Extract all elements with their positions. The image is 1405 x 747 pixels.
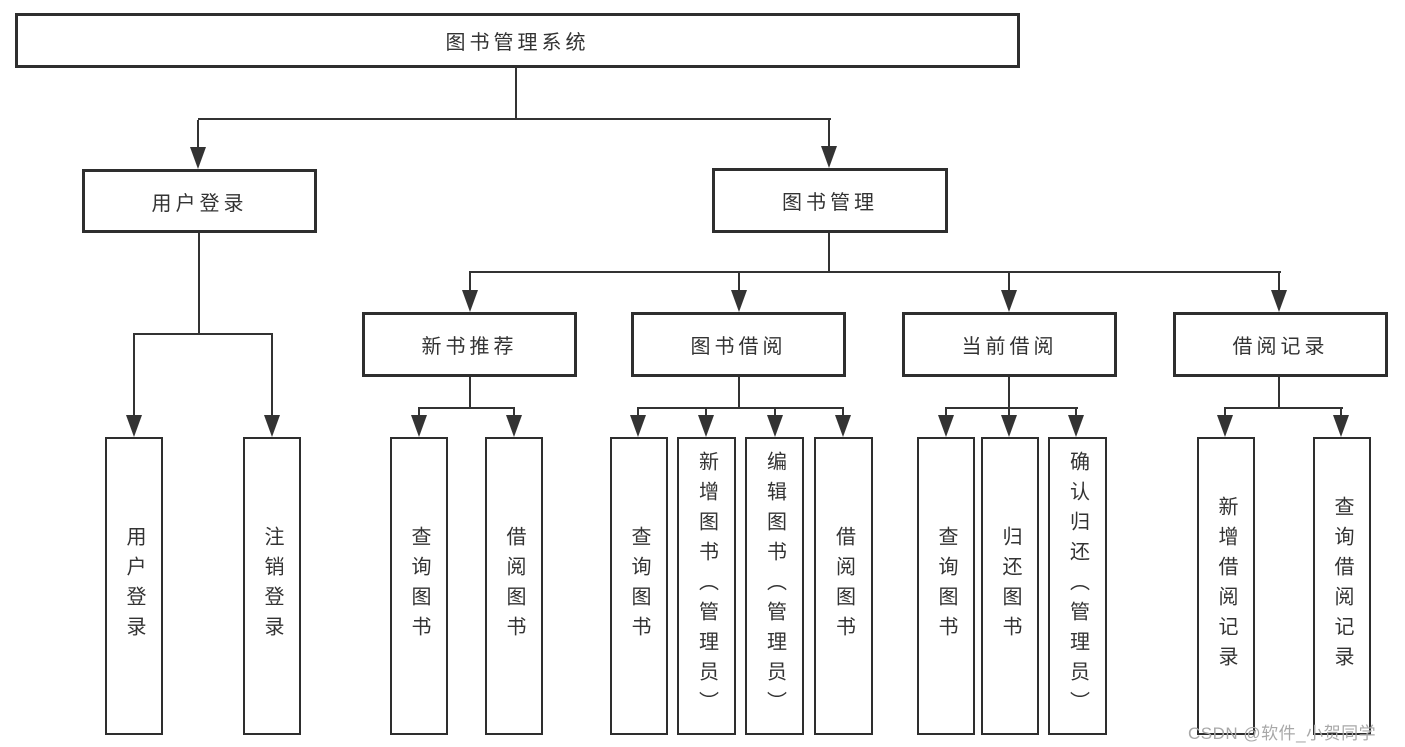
connector-line (774, 409, 776, 416)
connector-line (705, 409, 707, 416)
arrowhead-down-icon (264, 415, 280, 437)
connector-line (418, 409, 420, 416)
node-user-login-label: 用户登录 (151, 192, 248, 215)
leaf-label: 新增借阅记录 (1215, 496, 1237, 676)
node-borrow-records-label: 借阅记录 (1232, 336, 1329, 358)
node-borrow-records: 借阅记录 (1173, 312, 1388, 377)
arrowhead-down-icon (1217, 415, 1233, 437)
connector-line (738, 273, 740, 291)
leaf-add-borrow-record: 新增借阅记录 (1197, 437, 1255, 735)
connector-line (1008, 377, 1010, 408)
arrowhead-down-icon (1271, 290, 1287, 312)
leaf-label: 借阅图书 (832, 526, 855, 646)
node-book-borrow-label: 图书借阅 (690, 336, 787, 358)
arrowhead-down-icon (731, 290, 747, 312)
connector-line (198, 118, 831, 120)
leaf-recommend-borrow-books: 借阅图书 (485, 437, 543, 735)
leaf-label: 注销登录 (261, 526, 283, 646)
leaf-borrow-query-books: 查询图书 (610, 437, 668, 735)
leaf-label: 查询图书 (628, 526, 650, 646)
node-book-management: 图书管理 (712, 168, 948, 233)
connector-line (469, 271, 1281, 273)
arrowhead-down-icon (126, 415, 142, 437)
leaf-label: 归还图书 (999, 526, 1021, 646)
node-new-book-recommend-label: 新书推荐 (421, 336, 518, 358)
leaf-label: 查询借阅记录 (1331, 496, 1353, 676)
connector-line (1008, 409, 1010, 416)
connector-line (469, 377, 471, 408)
connector-line (271, 335, 273, 416)
node-current-borrow-label: 当前借阅 (961, 336, 1058, 358)
connector-line (945, 409, 947, 416)
arrowhead-down-icon (1001, 415, 1017, 437)
connector-line (133, 333, 273, 335)
connector-line (198, 233, 200, 334)
leaf-current-query-books: 查询图书 (917, 437, 975, 735)
leaf-label: 借阅图书 (503, 526, 525, 646)
leaf-return-books: 归还图书 (981, 437, 1039, 735)
connector-line (418, 407, 515, 409)
connector-line (738, 377, 740, 408)
connector-line (197, 120, 199, 148)
arrowhead-down-icon (1333, 415, 1349, 437)
leaf-borrow-books: 借阅图书 (814, 437, 873, 735)
arrowhead-down-icon (1001, 290, 1017, 312)
arrowhead-down-icon (835, 415, 851, 437)
connector-line (1224, 407, 1343, 409)
arrowhead-down-icon (767, 415, 783, 437)
node-root-label: 图书管理系统 (445, 32, 590, 54)
leaf-user-login: 用户登录 (105, 437, 163, 735)
leaf-recommend-query-books: 查询图书 (390, 437, 448, 735)
leaf-add-books-admin: 新增图书（管理员） (677, 437, 736, 735)
leaf-label: 确认归还（管理员） (1066, 451, 1089, 721)
connector-line (1278, 377, 1280, 408)
connector-line (515, 68, 517, 119)
connector-line (828, 233, 830, 273)
leaf-logout: 注销登录 (243, 437, 301, 735)
arrowhead-down-icon (630, 415, 646, 437)
leaf-label: 新增图书（管理员） (695, 451, 718, 721)
leaf-label: 查询图书 (935, 526, 957, 646)
node-new-book-recommend: 新书推荐 (362, 312, 577, 377)
arrowhead-down-icon (411, 415, 427, 437)
connector-line (828, 120, 830, 147)
connector-line (637, 409, 639, 416)
arrowhead-down-icon (190, 147, 206, 169)
node-book-borrow: 图书借阅 (631, 312, 846, 377)
leaf-label: 用户登录 (123, 526, 145, 646)
connector-line (469, 273, 471, 291)
arrowhead-down-icon (1068, 415, 1084, 437)
csdn-watermark: CSDN @软件_小贺同学 (1188, 724, 1377, 743)
arrowhead-down-icon (938, 415, 954, 437)
arrowhead-down-icon (698, 415, 714, 437)
leaf-label: 编辑图书（管理员） (763, 451, 786, 721)
leaf-edit-books-admin: 编辑图书（管理员） (745, 437, 804, 735)
node-book-management-label: 图书管理 (782, 192, 878, 214)
arrowhead-down-icon (462, 290, 478, 312)
connector-line (1224, 409, 1226, 416)
arrowhead-down-icon (821, 146, 837, 168)
connector-line (1340, 409, 1342, 416)
connector-line (1008, 273, 1010, 291)
arrowhead-down-icon (506, 415, 522, 437)
connector-line (1075, 409, 1077, 416)
connector-line (637, 407, 844, 409)
leaf-query-borrow-record: 查询借阅记录 (1313, 437, 1371, 735)
leaf-label: 查询图书 (408, 526, 430, 646)
node-root: 图书管理系统 (15, 13, 1020, 68)
connector-line (945, 407, 1078, 409)
connector-line (842, 409, 844, 416)
leaf-confirm-return-admin: 确认归还（管理员） (1048, 437, 1107, 735)
connector-line (133, 335, 135, 416)
connector-line (1278, 273, 1280, 291)
connector-line (513, 409, 515, 416)
node-current-borrow: 当前借阅 (902, 312, 1117, 377)
node-user-login: 用户登录 (82, 169, 317, 233)
